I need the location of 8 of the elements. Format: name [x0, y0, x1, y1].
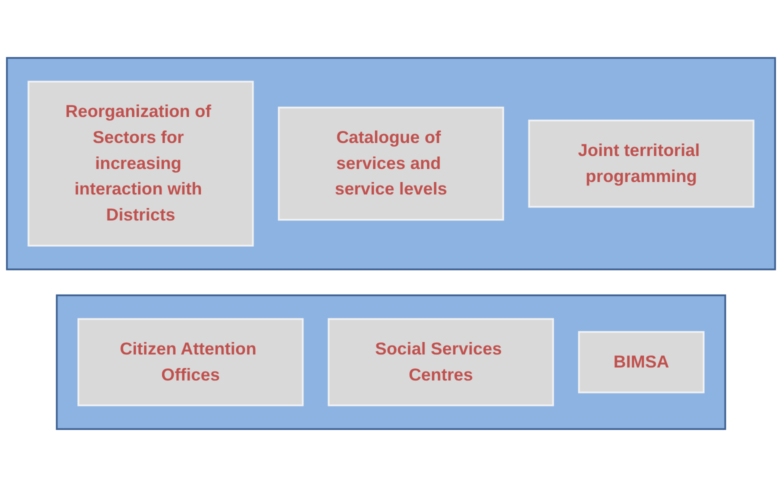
node-box: Catalogue of services and service levels — [278, 106, 504, 221]
node-box: Reorganization of Sectors for increasing interaction with Districts — [28, 80, 254, 247]
node-box: BIMSA — [578, 331, 705, 394]
cluster — [56, 294, 726, 430]
node-box: Citizen Attention Offices — [77, 318, 304, 406]
node-box: Social Services Centres — [328, 318, 554, 406]
cluster — [6, 57, 776, 270]
node-box: Joint territorial programming — [528, 120, 754, 208]
